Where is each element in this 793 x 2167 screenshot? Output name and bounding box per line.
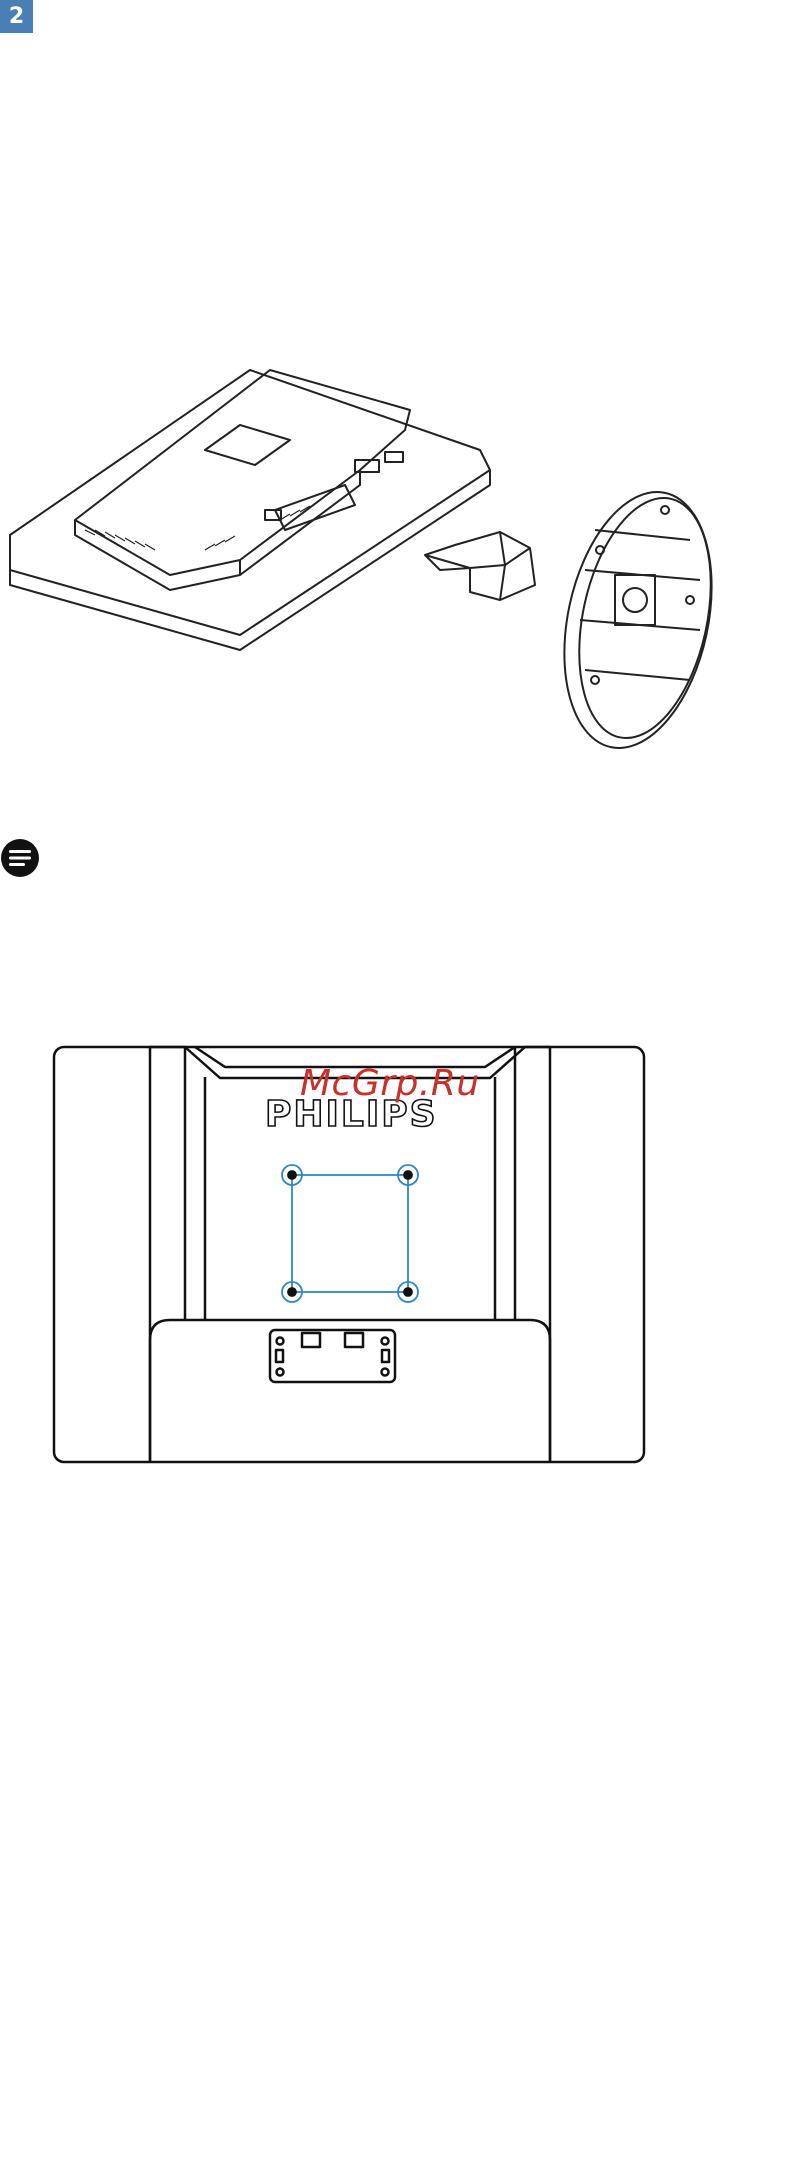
- monitor-panel: [10, 370, 490, 635]
- note-icon: [0, 838, 40, 878]
- watermark-text: McGrp.Ru: [300, 1063, 480, 1104]
- stand-base: [543, 478, 720, 760]
- monitor-stand-exploded-illustration: [0, 360, 720, 760]
- stand-neck: [425, 532, 535, 600]
- vesa-mount-pattern: [282, 1165, 418, 1302]
- step-number-badge: 2: [0, 0, 33, 33]
